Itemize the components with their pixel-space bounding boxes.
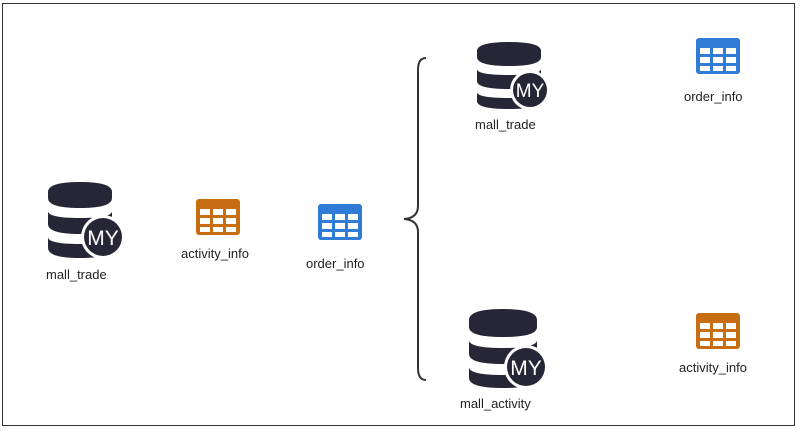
target-activity-db-label: mall_activity bbox=[460, 396, 531, 411]
target-order-table-icon bbox=[694, 36, 744, 76]
source-order-table-icon bbox=[316, 202, 366, 242]
target-trade-database-icon: MY bbox=[474, 39, 554, 111]
target-activity-table-icon bbox=[694, 311, 744, 351]
target-activity-table-label: activity_info bbox=[679, 360, 747, 375]
split-brace bbox=[400, 56, 430, 382]
source-activity-table-icon bbox=[194, 197, 244, 237]
source-db-label: mall_trade bbox=[46, 267, 107, 282]
source-activity-table-label: activity_info bbox=[181, 246, 249, 261]
target-activity-db-badge: MY bbox=[510, 357, 542, 380]
diagram-frame bbox=[2, 3, 795, 426]
source-database-icon: MY bbox=[45, 178, 127, 260]
target-trade-db-label: mall_trade bbox=[475, 117, 536, 132]
source-db-badge: MY bbox=[87, 227, 119, 250]
target-order-table-label: order_info bbox=[684, 89, 743, 104]
target-activity-database-icon: MY bbox=[466, 305, 550, 391]
target-trade-db-badge: MY bbox=[516, 81, 545, 102]
source-order-table-label: order_info bbox=[306, 256, 365, 271]
